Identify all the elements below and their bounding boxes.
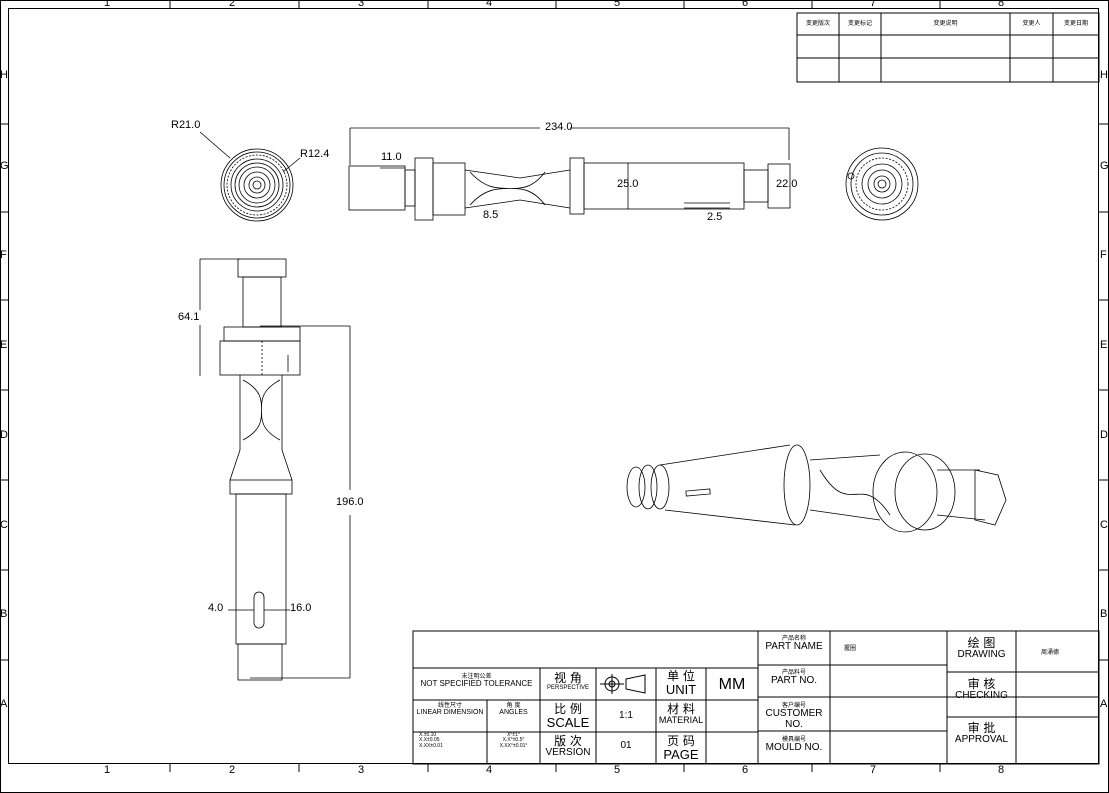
scale-value: 1:1 [619, 710, 633, 721]
title-block-frame [412, 630, 1100, 765]
checking-label: 审 核 CHECKING [955, 677, 1008, 701]
row-label: G [1100, 160, 1109, 172]
col-label: 6 [742, 764, 749, 776]
drawing-value: 周涌德 [1040, 649, 1059, 656]
row-label: G [0, 160, 9, 172]
linear-values: X.±0.10 X.X±0.05 X.XX±0.01 [419, 732, 443, 749]
col-label: 1 [104, 0, 111, 9]
dim-flange: 11.0 [381, 151, 402, 163]
col-label: 2 [229, 0, 236, 9]
drawing-label: 绘 图 DRAWING [957, 636, 1006, 660]
row-label: E [1100, 339, 1108, 351]
rev-header: 变更标记 [847, 20, 872, 27]
row-label: F [1100, 249, 1107, 261]
isometric-view [626, 444, 1007, 533]
angle-values: X°±1° X.X°±0.5° X.XX°±0.01° [499, 732, 528, 749]
row-label: B [0, 608, 8, 620]
end-view-right [845, 147, 919, 221]
row-label: E [0, 339, 8, 351]
side-view-vertical [199, 258, 351, 681]
rev-header: 变更版次 [805, 20, 830, 27]
col-label: 5 [614, 764, 621, 776]
end-view-left [199, 131, 301, 222]
approval-label: 审 批 APPROVAL [954, 721, 1009, 745]
side-view-horizontal [348, 127, 791, 221]
scale-label: 比 例 SCALE [546, 702, 590, 730]
dim-step: 8.5 [483, 209, 499, 221]
row-label: H [0, 69, 8, 81]
row-label: F [0, 249, 7, 261]
linear-dim-label: 线性尺寸 LINEAR DIMENSION [416, 702, 484, 717]
col-label: 4 [486, 0, 493, 9]
dim-radius-outer: R21.0 [171, 119, 201, 131]
angles-label: 角 度 ANGLES [499, 702, 528, 717]
unit-value: MM [718, 676, 746, 693]
rev-header: 变更人 [1022, 20, 1041, 27]
col-label: 8 [998, 764, 1005, 776]
col-label: 7 [870, 0, 877, 9]
part-name-value: 握圈 [843, 645, 856, 652]
revision-table [796, 12, 1100, 83]
col-label: 2 [229, 764, 236, 776]
row-label: D [0, 429, 8, 441]
row-label: A [1100, 698, 1108, 710]
unit-label: 单 位 UNIT [665, 669, 697, 697]
row-label: H [1100, 69, 1108, 81]
perspective-label: 视 角 PERSPECTIVE [546, 671, 589, 691]
col-label: 8 [998, 0, 1005, 9]
dim-slot-length: 16.0 [290, 602, 312, 614]
col-label: 1 [104, 764, 111, 776]
version-value: 01 [620, 740, 632, 751]
material-label: 材 料 MATERIAL [658, 702, 704, 725]
mould-no-label: 模具编号 MOULD NO. [765, 736, 823, 754]
rev-header: 变更日期 [1063, 20, 1088, 27]
dim-head-length: 64.1 [178, 311, 200, 323]
version-label: 版 次 VERSION [545, 734, 591, 758]
col-label: 7 [870, 764, 877, 776]
row-label: C [0, 519, 8, 531]
part-name-label: 产品名称 PART NAME [765, 635, 823, 653]
page-label: 页 码 PAGE [663, 734, 699, 762]
part-no-label: 产品料号 PART NO. [770, 669, 818, 687]
dim-body-length: 196.0 [336, 496, 364, 508]
col-label: 3 [358, 0, 365, 9]
dim-overall-length: 234.0 [545, 121, 573, 133]
col-label: 4 [486, 764, 493, 776]
row-label: C [1100, 519, 1108, 531]
dim-slot-width: 4.0 [208, 602, 224, 614]
dim-radius-inner: R12.4 [300, 148, 330, 160]
dim-shaft-dia: 25.0 [617, 178, 639, 190]
row-label: A [0, 698, 8, 710]
row-label: B [1100, 608, 1108, 620]
dim-end-dia: 22.0 [776, 178, 798, 190]
col-label: 5 [614, 0, 621, 9]
dim-slot: 2.5 [707, 211, 723, 223]
tolerance-label: 未注明公差 NOT SPECIFIED TOLERANCE [420, 673, 533, 689]
col-label: 6 [742, 0, 749, 9]
row-label: D [1100, 429, 1108, 441]
rev-header: 变更说明 [933, 20, 958, 27]
col-label: 3 [358, 764, 365, 776]
customer-no-label: 客户编号 CUSTOMER NO. [765, 702, 823, 730]
